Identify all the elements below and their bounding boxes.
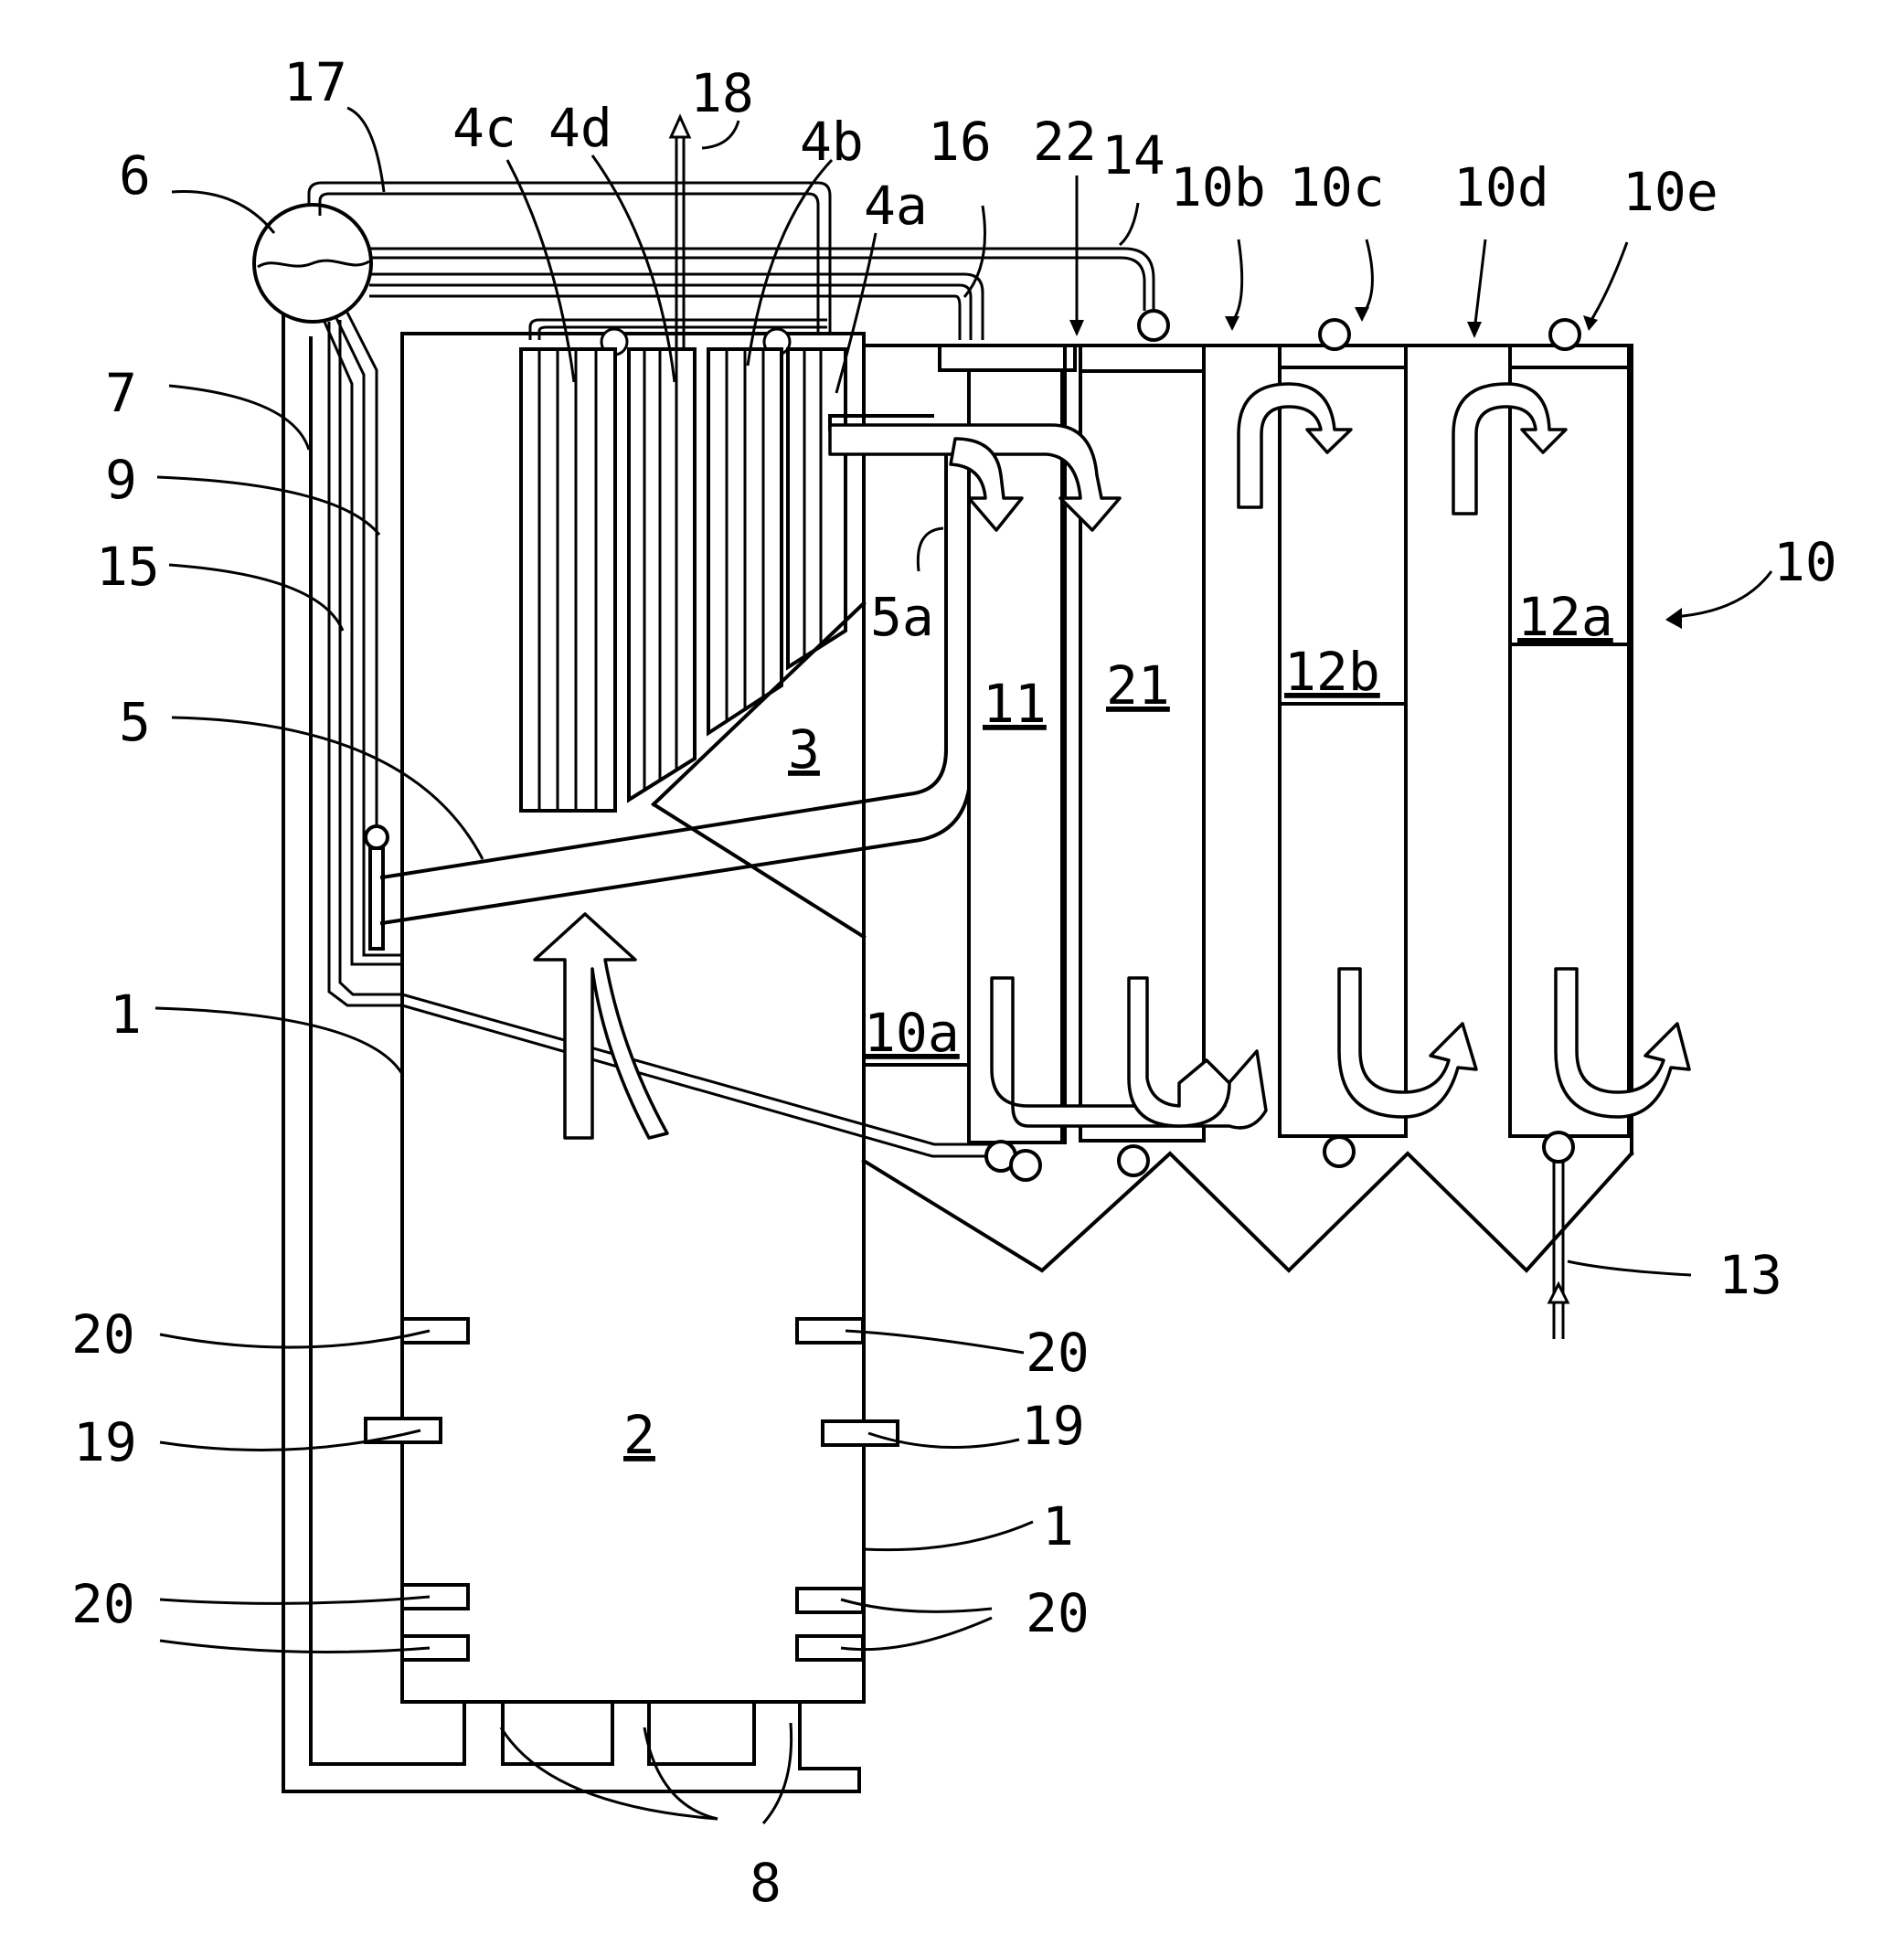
pipe-13 bbox=[1549, 1161, 1568, 1339]
header-node-9 bbox=[366, 826, 388, 848]
label-4a: 4a bbox=[864, 175, 928, 237]
label-13: 13 bbox=[1718, 1244, 1782, 1306]
label-20-right-top: 20 bbox=[1026, 1322, 1090, 1384]
label-20-left-top: 20 bbox=[71, 1303, 135, 1366]
nozzle-20-right-mid bbox=[797, 1589, 863, 1612]
label-4d: 4d bbox=[548, 97, 612, 159]
label-19-right: 19 bbox=[1021, 1395, 1085, 1457]
label-18: 18 bbox=[690, 62, 754, 124]
label-1-bottom: 1 bbox=[1042, 1495, 1074, 1557]
label-10d: 10d bbox=[1453, 156, 1549, 218]
label-10: 10 bbox=[1773, 531, 1837, 593]
nozzle-20-left-mid bbox=[402, 1585, 468, 1609]
label-4c: 4c bbox=[452, 97, 516, 159]
label-5: 5 bbox=[119, 691, 151, 753]
label-6: 6 bbox=[119, 144, 151, 207]
label-10e: 10e bbox=[1622, 161, 1718, 223]
steam-drum bbox=[254, 205, 371, 322]
label-14: 14 bbox=[1101, 124, 1165, 186]
label-8: 8 bbox=[750, 1852, 782, 1914]
label-12b: 12b bbox=[1284, 641, 1380, 703]
label-15: 15 bbox=[96, 536, 160, 598]
label-9: 9 bbox=[105, 449, 137, 511]
label-10b: 10b bbox=[1170, 156, 1266, 218]
label-10c: 10c bbox=[1289, 156, 1385, 218]
label-7: 7 bbox=[105, 362, 137, 424]
label-21: 21 bbox=[1106, 654, 1170, 717]
label-20-right-bottom: 20 bbox=[1026, 1582, 1090, 1644]
label-11: 11 bbox=[983, 673, 1047, 735]
label-1-top: 1 bbox=[110, 983, 142, 1046]
label-10a: 10a bbox=[864, 1002, 960, 1064]
label-4b: 4b bbox=[800, 111, 864, 173]
label-3: 3 bbox=[788, 718, 820, 781]
label-17: 17 bbox=[283, 51, 347, 113]
label-2: 2 bbox=[623, 1404, 655, 1466]
label-20-left-bottom: 20 bbox=[71, 1573, 135, 1635]
label-12a: 12a bbox=[1517, 586, 1613, 648]
label-5a: 5a bbox=[870, 586, 934, 648]
nozzle-20-left-top bbox=[402, 1319, 468, 1343]
header-9 bbox=[370, 848, 383, 949]
steam-outlet-18 bbox=[671, 117, 689, 347]
nozzles bbox=[366, 1319, 898, 1660]
label-16: 16 bbox=[928, 111, 992, 173]
nozzle-19-right bbox=[823, 1421, 898, 1445]
label-19-left: 19 bbox=[73, 1411, 137, 1473]
label-22: 22 bbox=[1033, 111, 1097, 173]
